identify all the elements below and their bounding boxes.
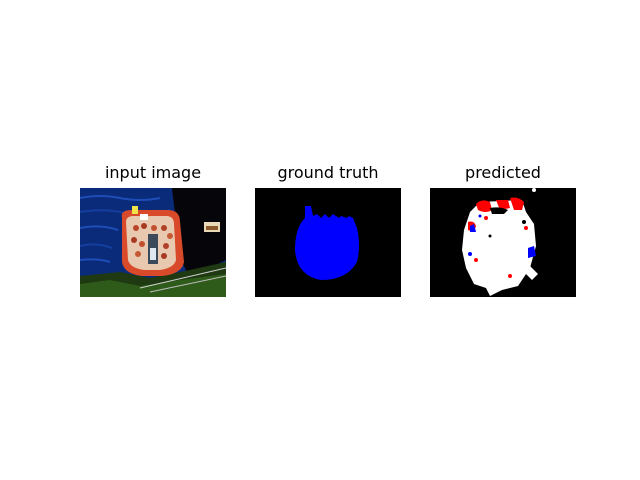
ground-truth-mask xyxy=(255,188,401,297)
panel-title-ground-truth: ground truth xyxy=(277,163,379,182)
input-image-drawing xyxy=(80,188,226,297)
panel-title-predicted: predicted xyxy=(465,163,541,182)
predicted-mask xyxy=(430,188,576,297)
ground-truth-panel xyxy=(255,188,401,297)
predicted-panel xyxy=(430,188,576,297)
panel-title-input-image: input image xyxy=(104,163,202,182)
input-image-panel xyxy=(80,188,226,297)
